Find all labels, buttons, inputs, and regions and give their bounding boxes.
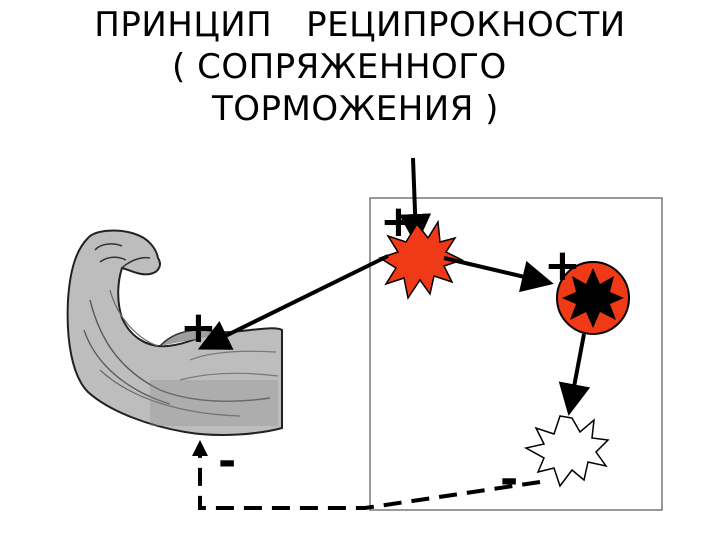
plus-sign-right: + xyxy=(544,244,581,288)
minus-sign-muscle: - xyxy=(218,440,236,484)
plus-sign-top: + xyxy=(380,200,417,244)
inhibitory-down-arrow xyxy=(570,334,584,408)
efferent-to-muscle-arrow xyxy=(205,256,388,346)
excitatory-to-inhibitory-arrow xyxy=(444,258,546,282)
inhibited-neuron-icon xyxy=(526,416,608,486)
minus-sign-neuron: - xyxy=(500,458,518,502)
plus-sign-muscle: + xyxy=(180,306,217,350)
arm-muscle-icon xyxy=(68,231,282,435)
